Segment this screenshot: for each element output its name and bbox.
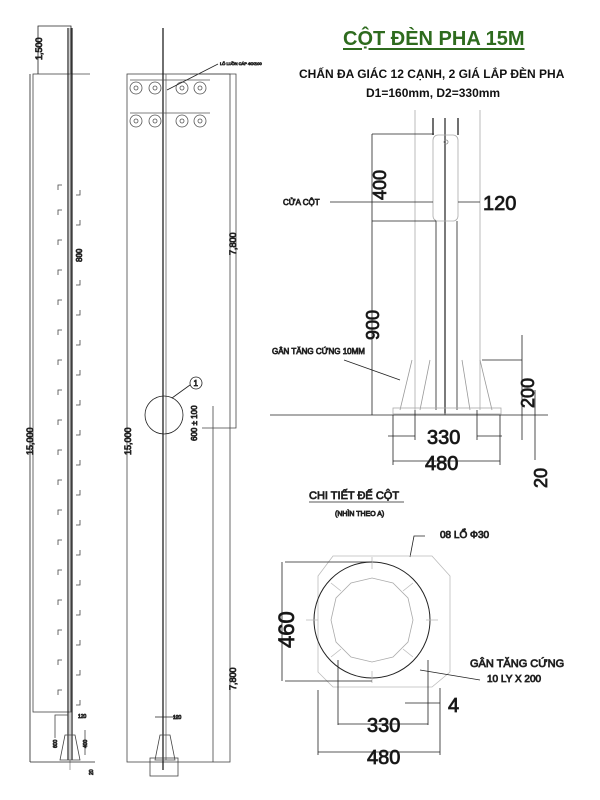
- base-section-detail: 400 CỬA CỘT 120 900 GÂN TĂNG CỨNG 10MM 2…: [270, 110, 551, 488]
- door-label: CỬA CỘT: [283, 198, 320, 207]
- dim-200: 200: [518, 378, 538, 408]
- dim-460: 460: [274, 611, 299, 648]
- dim-400-left: 400: [83, 739, 89, 748]
- dim-7800-lower: 7,800: [228, 667, 238, 690]
- dim-15000-mid: 15,000: [123, 427, 133, 455]
- plan-title: CHI TIẾT ĐẾ CỘT: [309, 489, 399, 502]
- dim-600-left: 600: [53, 739, 59, 748]
- cable-hole-note: LỖ LUỒN CÁP 40X100: [220, 61, 263, 66]
- drawing-subtitle: CHẤN ĐA GIÁC 12 CẠNH, 2 GIÁ LẮP ĐÈN PHA: [299, 67, 565, 81]
- detail-callout-circle: [144, 395, 184, 435]
- rib-label: GÂN TĂNG CỨNG 10MM: [272, 347, 365, 356]
- dim-120-mid: 120: [173, 715, 182, 721]
- dim-480: 480: [425, 453, 458, 475]
- dim-20: 20: [531, 468, 551, 488]
- holes-note: 08 LỔ Φ30: [440, 528, 490, 541]
- dim-900: 900: [363, 310, 383, 340]
- dim-800: 800: [75, 248, 84, 262]
- door-height-dim: 600 ± 100: [190, 405, 199, 441]
- plan-rib-label-2: 10 LY X 200: [487, 674, 542, 685]
- dim-4: 4: [448, 695, 459, 717]
- dim-120: 120: [483, 193, 516, 215]
- detail-marker: [189, 376, 203, 390]
- drawing-diameters: D1=160mm, D2=330mm: [366, 86, 501, 100]
- dim-15000-left: 15,000: [25, 427, 35, 455]
- dim-400: 400: [370, 170, 390, 200]
- plan-rib-label-1: GÂN TĂNG CỨNG: [470, 657, 564, 670]
- detail-marker-label: 1: [194, 379, 199, 388]
- dim-120-left: 120: [78, 714, 87, 720]
- dim-20-left: 20: [89, 769, 95, 775]
- pole-door: [432, 134, 459, 222]
- plan-dim-480: 480: [367, 747, 400, 769]
- left-elevation: 1,500 800 15,000 120 600 400 20: [25, 25, 95, 775]
- plan-subtitle: (NHÌN THEO A): [335, 509, 384, 518]
- drawing-title: CỘT ĐÈN PHA 15M: [343, 28, 525, 50]
- dim-330: 330: [427, 427, 460, 449]
- dim-1500: 1,500: [34, 37, 44, 60]
- middle-elevation: LỖ LUỒN CÁP 40X100 7,800 7,800 15,000 1 …: [123, 28, 263, 777]
- base-plan-detail: CHI TIẾT ĐẾ CỘT (NHÌN THEO A) 08 LỔ Φ30 …: [274, 489, 565, 770]
- plan-dim-330: 330: [367, 715, 400, 737]
- floodlight-brackets: [129, 79, 210, 128]
- step-marks: [57, 184, 81, 706]
- dim-7800-upper: 7,800: [228, 232, 238, 255]
